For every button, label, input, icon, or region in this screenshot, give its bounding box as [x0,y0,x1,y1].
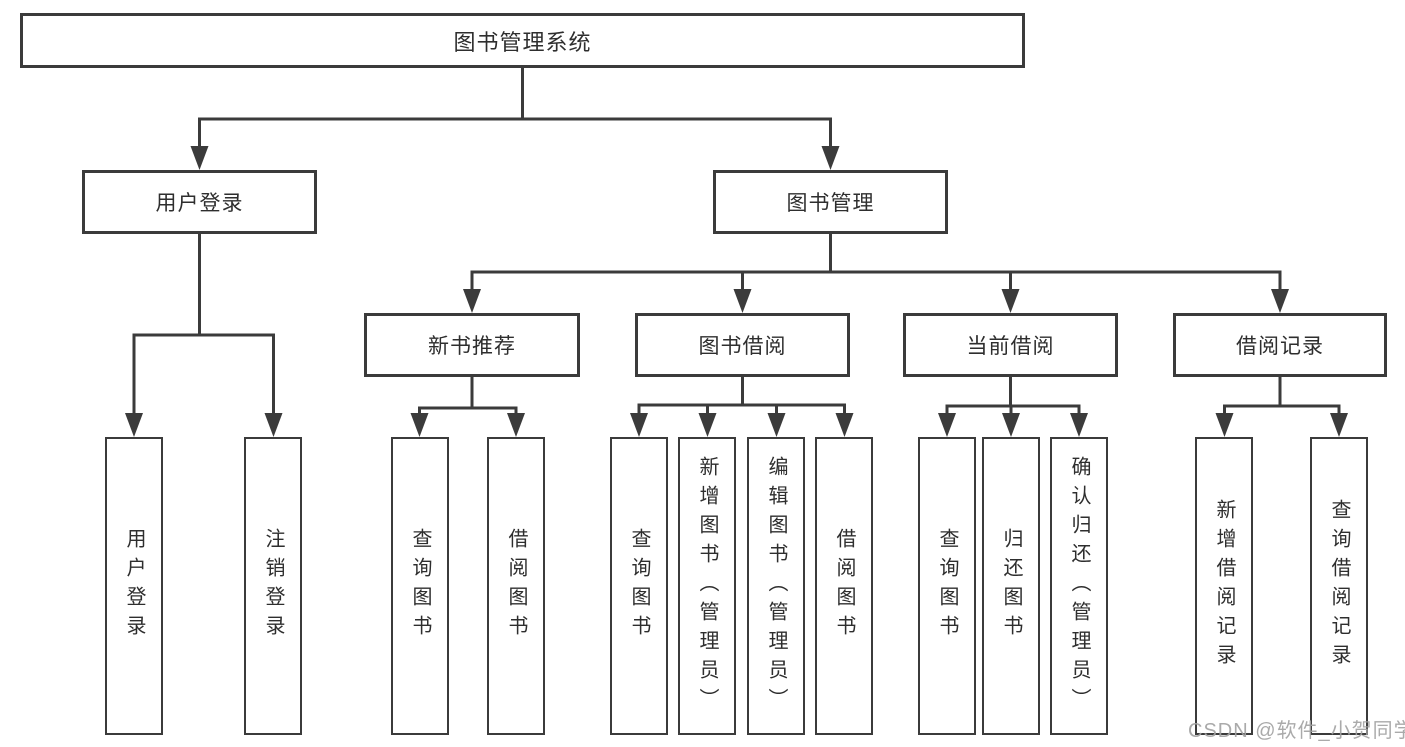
connector-book-borrow-to-leaves [630,377,854,437]
connector-current-borrow-to-leaves [938,377,1088,437]
leaf-borrow-query-books: 查询图书 [610,437,668,735]
connector-book-mgmt-to-level3 [463,234,1289,313]
node-borrowing-records: 借阅记录 [1173,313,1387,377]
leaf-newbook-query-books: 查询图书 [391,437,449,735]
leaf-borrow-borrow-books: 借阅图书 [815,437,873,735]
leaf-current-return-books: 归还图书 [982,437,1040,735]
connector-records-to-leaves [1215,377,1348,437]
connector-new-book-to-leaves [410,377,525,437]
node-new-book-recommendation: 新书推荐 [364,313,580,377]
leaf-user-login: 用户登录 [105,437,163,735]
leaf-current-query-books: 查询图书 [918,437,976,735]
connector-root-to-level2 [190,68,840,170]
node-library-management-system: 图书管理系统 [20,13,1025,68]
leaf-records-query-borrow-record: 查询借阅记录 [1310,437,1368,735]
leaf-newbook-borrow-books: 借阅图书 [487,437,545,735]
node-book-borrowing: 图书借阅 [635,313,850,377]
node-user-login: 用户登录 [82,170,317,234]
connector-user-login-to-leaves [125,234,283,437]
leaf-current-confirm-return-admin: 确认归还（管理员） [1050,437,1108,735]
leaf-records-add-borrow-record: 新增借阅记录 [1195,437,1253,735]
node-current-borrowing: 当前借阅 [903,313,1118,377]
leaf-borrow-edit-books-admin: 编辑图书（管理员） [747,437,805,735]
leaf-logout: 注销登录 [244,437,302,735]
csdn-watermark: CSDN @软件_小贺同学 [1188,720,1405,742]
node-book-management: 图书管理 [713,170,948,234]
leaf-borrow-add-books-admin: 新增图书（管理员） [678,437,736,735]
